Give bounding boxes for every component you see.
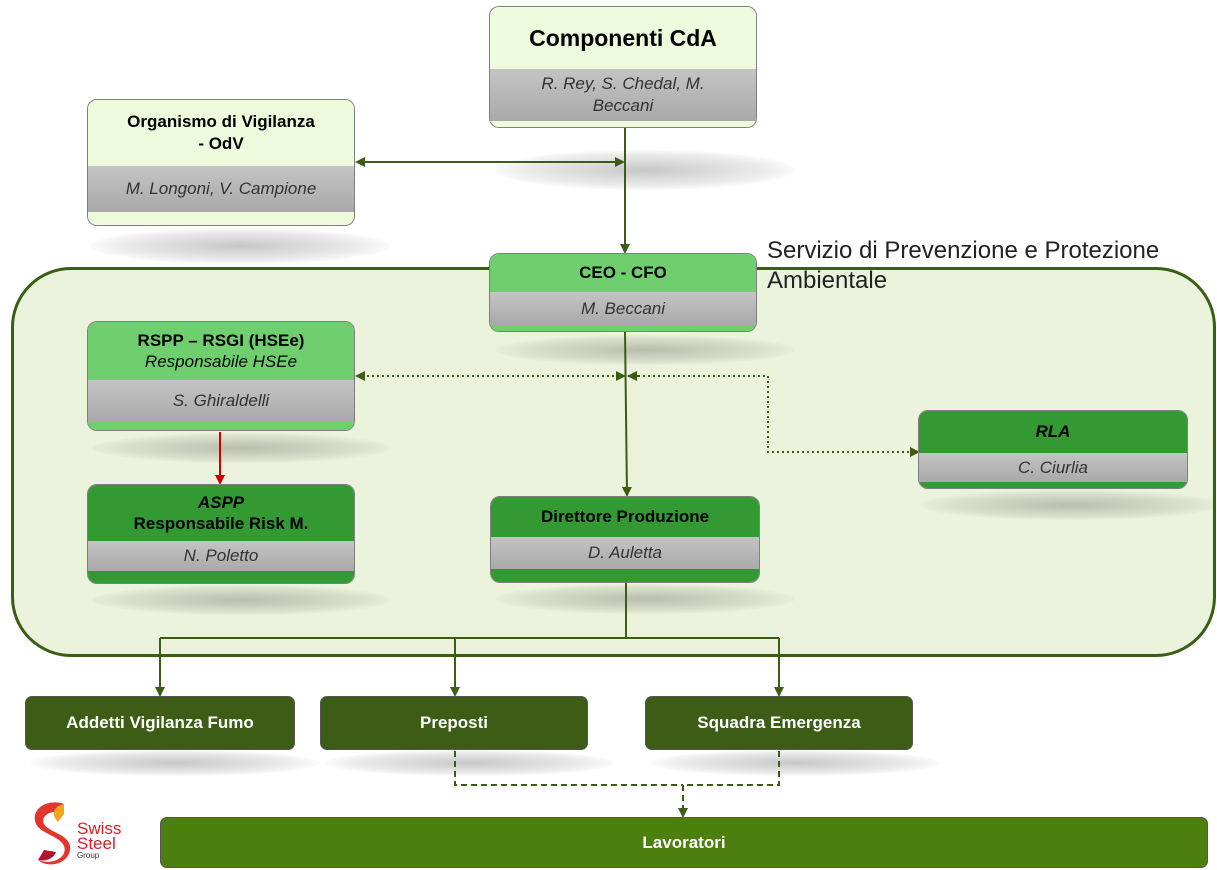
rspp-title: RSPP – RSGI (HSEe) — [137, 331, 305, 350]
odv-footer — [88, 212, 354, 225]
aspp-header: ASPP Responsabile Risk M. — [88, 485, 354, 541]
ceo-names: M. Beccani — [490, 292, 756, 325]
logo-line-swiss: Swiss — [77, 819, 122, 838]
direttore-box: Direttore Produzione D. Auletta — [490, 496, 760, 583]
squadra-emergenza-box: Squadra Emergenza — [645, 696, 913, 750]
addetti-shadow — [30, 750, 320, 776]
odv-box: Organismo di Vigilanza - OdV M. Longoni,… — [87, 99, 355, 226]
odv-title-line2: - OdV — [198, 134, 244, 153]
preposti-dashed — [454, 751, 683, 786]
rspp-subtitle: Responsabile HSEe — [144, 352, 298, 371]
aspp-footer — [88, 571, 354, 583]
rla-box: RLA C. Ciurlia — [918, 410, 1188, 489]
region-title: Servizio di Prevenzione e Protezione Amb… — [767, 236, 1159, 296]
cda-footer — [490, 121, 756, 127]
region-title-line2: Ambientale — [767, 267, 888, 294]
direttore-footer — [491, 569, 759, 582]
logo-line-group: Group — [77, 851, 100, 860]
rspp-box: RSPP – RSGI (HSEe) Responsabile HSEe S. … — [87, 321, 355, 431]
direttore-branch — [160, 583, 627, 639]
lavoratori-box: Lavoratori — [160, 817, 1208, 868]
rla-footer — [919, 482, 1187, 488]
ceo-shadow — [495, 335, 795, 365]
rspp-header: RSPP – RSGI (HSEe) Responsabile HSEe — [88, 322, 354, 380]
rla-title: RLA — [919, 411, 1187, 453]
ceo-footer — [490, 325, 756, 331]
aspp-shadow — [92, 585, 392, 615]
logo-text: Swiss Steel Group — [77, 819, 122, 861]
aspp-title: ASPP — [197, 493, 245, 512]
squadra-dashed — [683, 751, 780, 786]
direttore-shadow — [495, 584, 795, 614]
preposti-box: Preposti — [320, 696, 588, 750]
odv-title-line1: Organismo di Vigilanza — [127, 112, 315, 131]
addetti-vigilanza-fumo-box: Addetti Vigilanza Fumo — [25, 696, 295, 750]
aspp-names: N. Poletto — [88, 541, 354, 571]
direttore-names: D. Auletta — [491, 537, 759, 569]
ceo-title: CEO - CFO — [490, 254, 756, 292]
aspp-box: ASPP Responsabile Risk M. N. Poletto — [87, 484, 355, 584]
odv-header: Organismo di Vigilanza - OdV — [88, 100, 354, 166]
rspp-shadow — [92, 433, 392, 463]
cda-names: R. Rey, S. Chedal, M. Beccani — [490, 69, 756, 121]
region-title-line1: Servizio di Prevenzione e Protezione — [767, 237, 1160, 264]
preposti-shadow — [325, 750, 615, 776]
swiss-steel-logo-icon — [34, 802, 71, 865]
rspp-names: S. Ghiraldelli — [88, 380, 354, 422]
cda-title: Componenti CdA — [490, 7, 756, 69]
squadra-shadow — [650, 750, 940, 776]
cda-shadow — [495, 150, 795, 190]
direttore-title: Direttore Produzione — [491, 497, 759, 537]
ceo-direttore-arrow — [621, 331, 632, 497]
logo-line-steel: Steel — [77, 834, 116, 853]
aspp-subtitle: Responsabile Risk M. — [133, 514, 309, 533]
rla-shadow — [920, 490, 1217, 520]
odv-shadow — [90, 228, 390, 264]
ceo-box: CEO - CFO M. Beccani — [489, 253, 757, 332]
cda-box: Componenti CdA R. Rey, S. Chedal, M. Bec… — [489, 6, 757, 128]
rla-dotted-link — [628, 375, 920, 457]
rla-names: C. Ciurlia — [919, 453, 1187, 482]
rspp-footer — [88, 422, 354, 430]
odv-names: M. Longoni, V. Campione — [88, 166, 354, 212]
